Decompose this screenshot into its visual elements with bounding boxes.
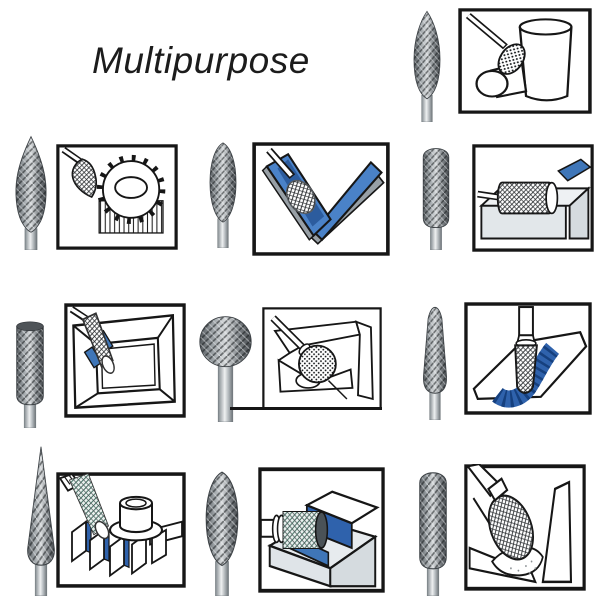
cone-point-burr-icon (16, 442, 66, 596)
pointed-tree-burr-icon (5, 134, 57, 250)
panel-baseline (230, 407, 382, 410)
frame-chamfer-panel (64, 303, 186, 418)
product-title: Multipurpose (92, 40, 310, 81)
oval-burr-icon (194, 464, 250, 596)
oval-flame-burr-icon (404, 6, 450, 122)
rounded-pocket-panel (464, 464, 586, 591)
pipe-joint-deburring-panel (458, 8, 592, 114)
round-nose-cylinder-burr-icon (408, 460, 458, 596)
heat-sink-panel (56, 472, 186, 588)
channel-milling-panel (472, 144, 594, 252)
taper-round-nose-burr-icon (412, 300, 458, 420)
cylinder-round-end-burr-icon (412, 138, 460, 250)
gear-deburring-panel (56, 144, 178, 250)
fillet-channel-panel (464, 302, 592, 415)
flat-end-cylinder-burr-icon (5, 312, 55, 428)
step-block-panel (258, 467, 385, 593)
flame-burr-icon (200, 136, 246, 248)
ball-burr-icon (198, 306, 253, 422)
v-groove-panel (252, 142, 390, 256)
inner-corner-panel (262, 307, 382, 410)
